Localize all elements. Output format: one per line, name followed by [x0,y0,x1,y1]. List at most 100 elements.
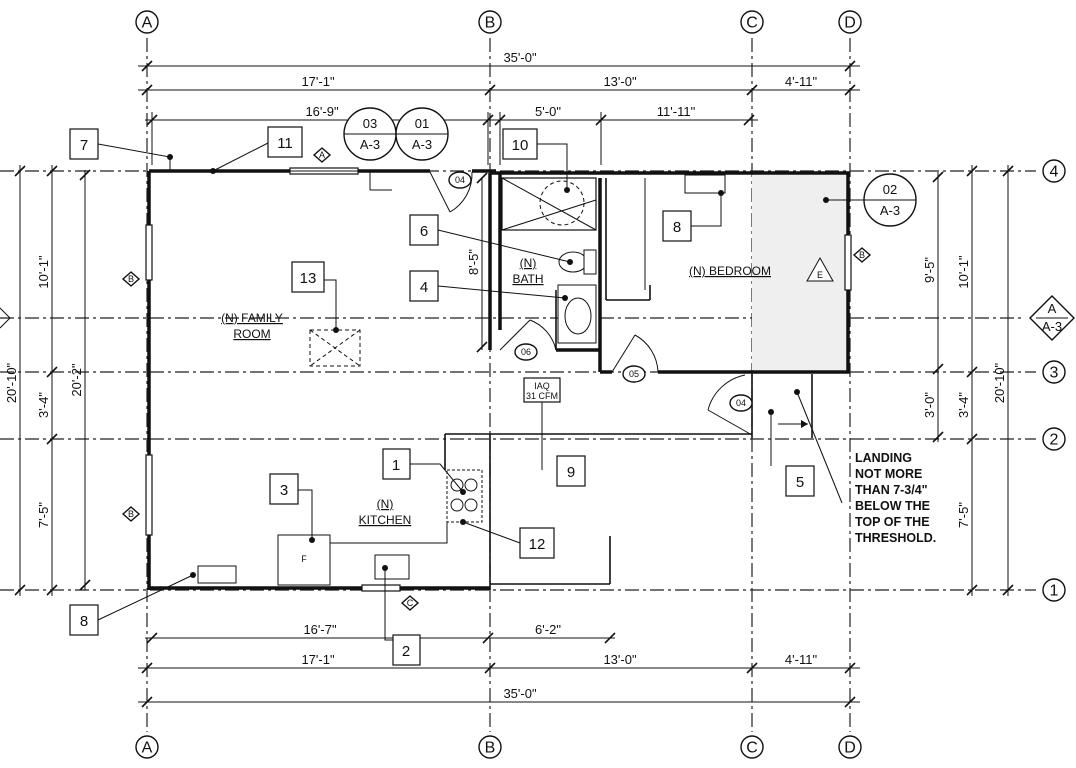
grid-label-2: 2 [1050,432,1059,449]
door-tag-04-landing: 04 [736,398,746,408]
bedroom-symbol: E [806,256,834,282]
top-dimensions: 35'-0" 17'-1" 13'-0" 4'-11" 16'-9" 5'-0"… [138,50,860,165]
callout-01-top: 01 [415,116,429,131]
grid-label-d-bottom: D [844,740,856,757]
grid-bubbles-right: 4 3 2 1 [1042,159,1066,602]
grid-label-4: 4 [1050,164,1059,181]
keynote-3: 3 [280,482,288,499]
dim-left-interior: 20'-2" [69,363,84,397]
callout-02-bottom: A-3 [880,203,900,218]
landing-note-line-3: THAN 7-3/4" [855,483,928,497]
keynote-leaders [97,142,864,641]
window-tag-b-upper: B [128,274,134,284]
keynote-11: 11 [277,135,293,152]
dim-bottom-interior-east: 6'-2" [535,622,561,637]
keynote-1: 1 [392,457,400,474]
keynote-9: 9 [567,464,575,481]
grid-lines [0,38,1036,732]
section-marker-a: A A-3 [1029,295,1075,341]
dim-top-overall: 35'-0" [503,50,537,65]
grid-label-b-top: B [485,15,496,32]
dim-bottom-interior-west: 16'-7" [303,622,337,637]
left-dimensions: 20'-10" 10'-1" 3'-4" 7'-5" 20'-2" [4,165,91,596]
iaq-line1: IAQ [534,381,550,391]
dim-right-row-3-2: 3'-4" [956,392,971,418]
landing-note: LANDING NOT MORE THAN 7-3/4" BELOW THE T… [855,451,936,545]
door-tag-06: 06 [521,347,531,357]
right-dimensions: 9'-5" 3'-0" 10'-1" 3'-4" 7'-5" 20'-10" [922,165,1014,596]
keynote-8-bedroom: 8 [673,219,681,236]
keynote-5: 5 [796,474,804,491]
dim-bottom-c-d: 4'-11" [785,652,818,667]
keynote-12: 12 [529,536,546,553]
dim-right-row-4-3: 10'-1" [956,255,971,289]
dim-bath-height: 8'-5" [466,249,481,275]
dim-right-row-2-1: 7'-5" [956,502,971,528]
window-tag-b-lower: B [128,509,134,519]
grid-label-3: 3 [1050,365,1059,382]
walls [147,169,850,590]
bath-fixtures [501,177,597,344]
iaq-line2: 31 CFM [526,391,558,401]
grid-label-a-top: A [142,15,153,32]
grid-label-c-bottom: C [746,740,758,757]
landing-note-line-6: THRESHOLD. [855,531,936,545]
window-tag-c: C [407,598,414,608]
room-bedroom-label: (N) BEDROOM [689,264,771,278]
dim-right-landing: 3'-0" [922,392,937,418]
dim-left-overall: 20'-10" [4,362,19,403]
keynotes: 7 11 10 6 4 8 13 1 3 12 9 8 2 5 [69,126,815,666]
room-bath-line1: (N) [520,256,537,270]
dim-right-overall: 20'-10" [992,362,1007,403]
grid-label-1: 1 [1050,583,1059,600]
dim-top-bath: 5'-0" [535,104,561,119]
grid-label-a-bottom: A [142,740,153,757]
dim-left-row-4-3: 10'-1" [36,255,51,289]
grid-bubbles-bottom: A B C D [135,735,862,759]
callout-02-top: 02 [883,182,897,197]
section-marker-top: A [1048,301,1057,316]
section-marker-left-edge [0,307,11,329]
grid-label-d-top: D [844,15,856,32]
dim-bottom-overall: 35'-0" [503,686,537,701]
callout-03-top: 03 [363,116,377,131]
grid-label-c-top: C [746,15,758,32]
door-tag-04-north: 04 [455,175,465,185]
dim-top-b-c: 13'-0" [603,74,637,89]
appliance-label: F [301,554,307,564]
room-labels: (N) FAMILY ROOM (N) BATH (N) BEDROOM (N)… [221,256,771,527]
bedroom-symbol-label: E [817,270,823,280]
landing-note-line-4: BELOW THE [855,499,930,513]
dim-left-row-2-1: 7'-5" [36,502,51,528]
detail-callouts: 03 A-3 01 A-3 02 A-3 [343,107,917,227]
keynote-10: 10 [512,137,529,154]
section-marker-bottom: A-3 [1042,319,1062,334]
windows [145,167,852,592]
keynote-4: 4 [420,279,428,296]
dim-top-a-b: 17'-1" [301,74,335,89]
landing-note-line-2: NOT MORE [855,467,922,481]
keynote-13: 13 [300,270,317,287]
window-tag-a: A [319,150,325,160]
door-tag-05: 05 [629,369,639,379]
dim-top-interior-west: 16'-9" [305,104,339,119]
room-family-line2: ROOM [233,327,270,341]
bath-height-dim: 8'-5" [466,172,488,353]
room-family-line1: (N) FAMILY [221,311,283,325]
callout-01-bottom: A-3 [412,137,432,152]
keynote-2: 2 [402,643,410,660]
dim-top-c-d: 4'-11" [785,74,818,89]
window-tags: A B B B C [121,147,872,611]
keynote-7: 7 [80,137,88,154]
grid-bubbles-top: A B C D [135,10,862,34]
callout-03-bottom: A-3 [360,137,380,152]
iaq-tag: IAQ 31 CFM [523,377,561,403]
room-bath-line2: BATH [512,272,543,286]
dim-top-bedroom: 11'-11" [657,104,696,119]
room-kitchen-line1: (N) [377,497,394,511]
keynote-8-kitchen: 8 [80,613,88,630]
door-tags: 04 06 05 04 [448,171,753,412]
landing-note-line-1: LANDING [855,451,912,465]
dim-left-row-3-2: 3'-4" [36,392,51,418]
